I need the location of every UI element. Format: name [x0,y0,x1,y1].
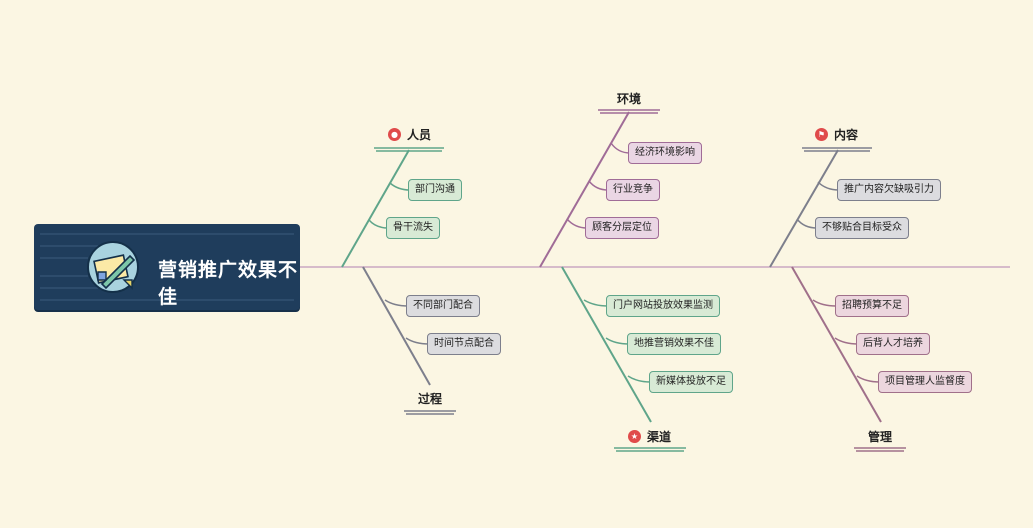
head-title: 营销推广效果不佳 [158,259,299,308]
node-channel-1[interactable]: 门户网站投放效果监测 [606,295,720,317]
underline-process [404,410,456,415]
underline-people [374,147,444,152]
node-environment-1[interactable]: 经济环境影响 [628,142,702,164]
node-management-1[interactable]: 招聘预算不足 [835,295,909,317]
node-people-1[interactable]: 部门沟通 [408,179,462,201]
category-people-label: 人员 [407,128,432,142]
twig-management-3 [856,375,881,383]
ruler-pencil-icon [87,241,139,293]
category-environment-label: 环境 [617,92,642,106]
category-people[interactable]: ● 人员 [388,126,431,143]
category-management-label: 管理 [868,430,893,444]
underline-content [802,147,872,152]
twig-people-1 [389,182,411,191]
underline-management [854,447,906,452]
category-management[interactable]: 管理 [868,428,892,445]
node-management-3[interactable]: 项目管理人监督度 [878,371,972,393]
bone-channel [561,266,652,423]
twig-content-2 [796,218,818,229]
node-process-2[interactable]: 时间节点配合 [427,333,501,355]
category-environment[interactable]: 环境 [617,90,641,107]
bone-content [769,149,839,268]
node-environment-2[interactable]: 行业竞争 [606,179,660,201]
node-management-2[interactable]: 后背人才培养 [856,333,930,355]
twig-process-2 [405,337,430,345]
twig-content-1 [817,181,840,191]
twig-channel-1 [583,299,609,307]
bone-people [341,149,410,268]
category-channel-label: 渠道 [647,430,672,444]
twig-management-1 [812,299,837,307]
node-channel-3[interactable]: 新媒体投放不足 [649,371,733,393]
twig-management-2 [834,337,859,345]
twig-process-1 [384,299,409,307]
head-texture [40,233,294,301]
category-channel[interactable]: ★ 渠道 [628,428,671,445]
underline-environment [598,109,660,114]
node-channel-2[interactable]: 地推营销效果不佳 [627,333,721,355]
twig-channel-3 [627,375,652,383]
bone-process [362,266,431,386]
bone-environment [539,111,630,268]
node-content-1[interactable]: 推广内容欠缺吸引力 [837,179,941,201]
person-icon: ● [388,128,401,141]
fish-head[interactable]: 营销推广效果不佳 [34,224,300,310]
node-content-2[interactable]: 不够贴合目标受众 [815,217,909,239]
flag-icon: ⚑ [815,128,828,141]
node-process-1[interactable]: 不同部门配合 [406,295,480,317]
star-icon: ★ [628,430,641,443]
category-process[interactable]: 过程 [418,390,442,407]
node-people-2[interactable]: 骨干流失 [386,217,440,239]
category-process-label: 过程 [418,392,443,406]
category-content-label: 内容 [834,128,859,142]
bone-management [791,266,882,423]
twig-env-3 [566,218,588,229]
node-environment-3[interactable]: 顾客分层定位 [585,217,659,239]
underline-channel [614,447,686,452]
category-content[interactable]: ⚑ 内容 [815,126,858,143]
twig-channel-2 [605,337,630,345]
